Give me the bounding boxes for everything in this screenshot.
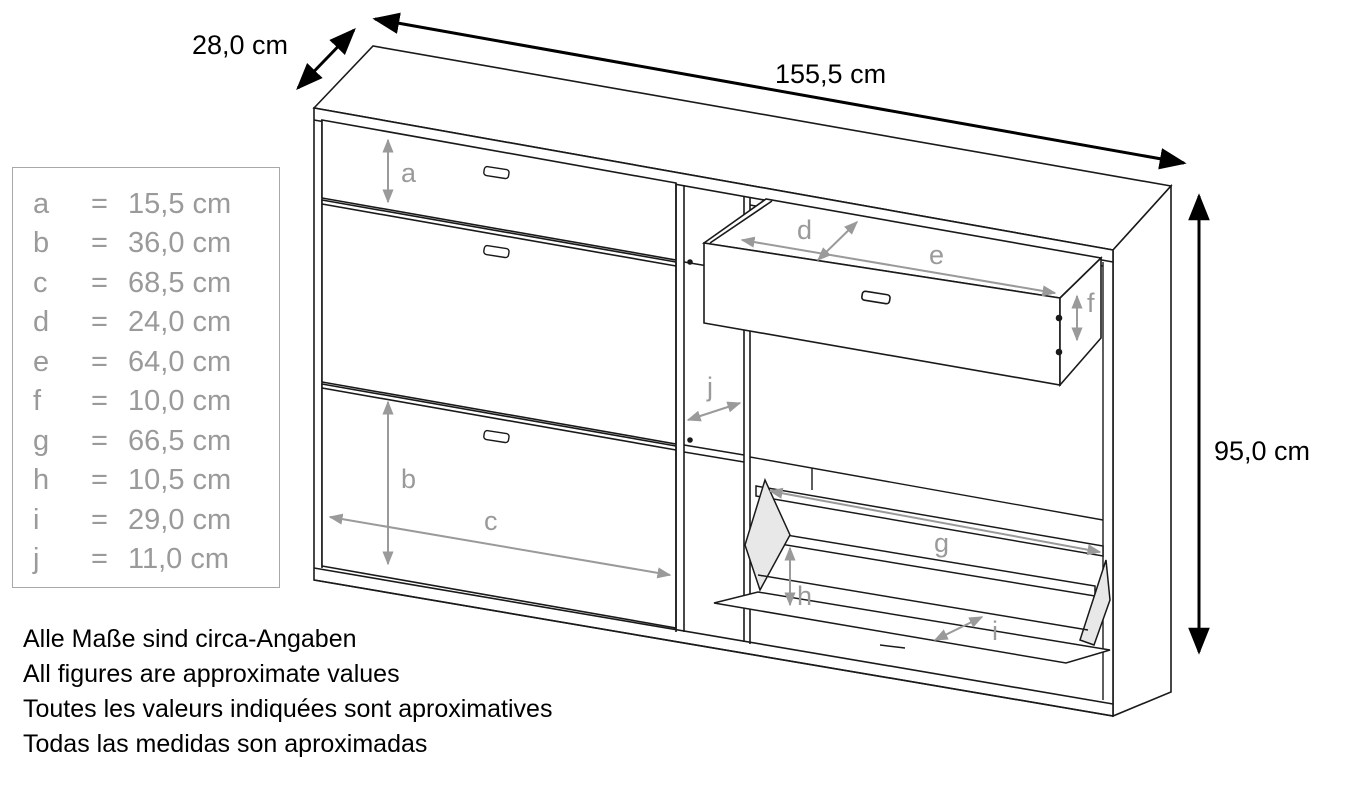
label-f: f — [1087, 288, 1095, 318]
legend-key: j — [33, 543, 40, 575]
label-i: i — [992, 616, 998, 646]
legend-row: b = 36,0 cm — [13, 225, 281, 261]
note-german: Alle Maße sind circa-Angaben — [23, 625, 357, 653]
legend-value: 10,5 cm — [128, 464, 232, 496]
dim-c-arrow — [328, 513, 672, 579]
legend-value: 10,0 cm — [128, 385, 232, 417]
legend-key: a — [33, 188, 50, 220]
inner-dimensions — [328, 138, 1102, 641]
flap-handles — [483, 165, 510, 444]
left-flaps — [321, 119, 677, 629]
legend-key: c — [33, 267, 48, 299]
legend-key: h — [33, 464, 50, 496]
legend-value: 15,5 cm — [128, 188, 232, 220]
legend-value: 11,0 cm — [128, 543, 230, 575]
legend-key: f — [33, 385, 42, 417]
label-a: a — [401, 158, 417, 188]
legend-key: i — [33, 504, 40, 536]
legend-row: h = 10,5 cm — [13, 462, 281, 498]
note-french: Toutes les valeurs indiquées sont aproxi… — [23, 695, 553, 723]
disclaimer-notes: Alle Maße sind circa-Angaben All figures… — [23, 622, 552, 762]
legend-row: f = 10,0 cm — [13, 383, 281, 419]
legend-row: j = 11,0 cm — [13, 541, 281, 577]
legend-equals: = — [91, 346, 108, 378]
legend-value: 36,0 cm — [128, 227, 232, 259]
label-j: j — [706, 372, 713, 402]
legend-equals: = — [91, 267, 108, 299]
note-english: All figures are approximate values — [23, 660, 400, 688]
legend-equals: = — [91, 306, 108, 338]
width-arrow — [372, 12, 1187, 170]
legend-equals: = — [91, 385, 108, 417]
depth-arrow — [296, 28, 356, 90]
legend-value: 66,5 cm — [128, 425, 232, 457]
depth-label: 28,0 cm — [192, 30, 288, 60]
legend-key: g — [33, 425, 50, 457]
label-g: g — [934, 528, 949, 558]
legend-equals: = — [91, 543, 108, 575]
legend-row: c = 68,5 cm — [13, 265, 281, 301]
label-d: d — [797, 215, 812, 245]
label-h: h — [797, 581, 812, 611]
label-c: c — [484, 506, 498, 536]
label-b: b — [401, 464, 416, 494]
dimension-legend: a = 15,5 cm b = 36,0 cm c = 68,5 cm d = … — [12, 167, 280, 588]
width-label: 155,5 cm — [775, 59, 886, 89]
legend-value: 29,0 cm — [128, 504, 232, 536]
legend-value: 68,5 cm — [128, 267, 232, 299]
outer-dimensions — [296, 12, 1210, 655]
legend-value: 24,0 cm — [128, 306, 232, 338]
legend-value: 64,0 cm — [128, 346, 232, 378]
legend-equals: = — [91, 425, 108, 457]
legend-row: g = 66,5 cm — [13, 423, 281, 459]
legend-key: e — [33, 346, 50, 378]
legend-key: b — [33, 227, 50, 259]
dim-i-arrow — [933, 616, 984, 641]
label-e: e — [929, 240, 944, 270]
note-spanish: Todas las medidas son aproximadas — [23, 730, 428, 758]
dim-e-arrow — [740, 236, 1057, 297]
dim-g-arrow — [768, 487, 1102, 556]
legend-row: d = 24,0 cm — [13, 304, 281, 340]
legend-equals: = — [91, 504, 108, 536]
legend-key: d — [33, 306, 50, 338]
legend-equals: = — [91, 464, 108, 496]
legend-equals: = — [91, 188, 108, 220]
legend-equals: = — [91, 227, 108, 259]
height-label: 95,0 cm — [1214, 436, 1310, 466]
legend-row: e = 64,0 cm — [13, 344, 281, 380]
legend-row: a = 15,5 cm — [13, 186, 281, 222]
legend-row: i = 29,0 cm — [13, 502, 281, 538]
dim-j-arrow — [686, 401, 742, 422]
